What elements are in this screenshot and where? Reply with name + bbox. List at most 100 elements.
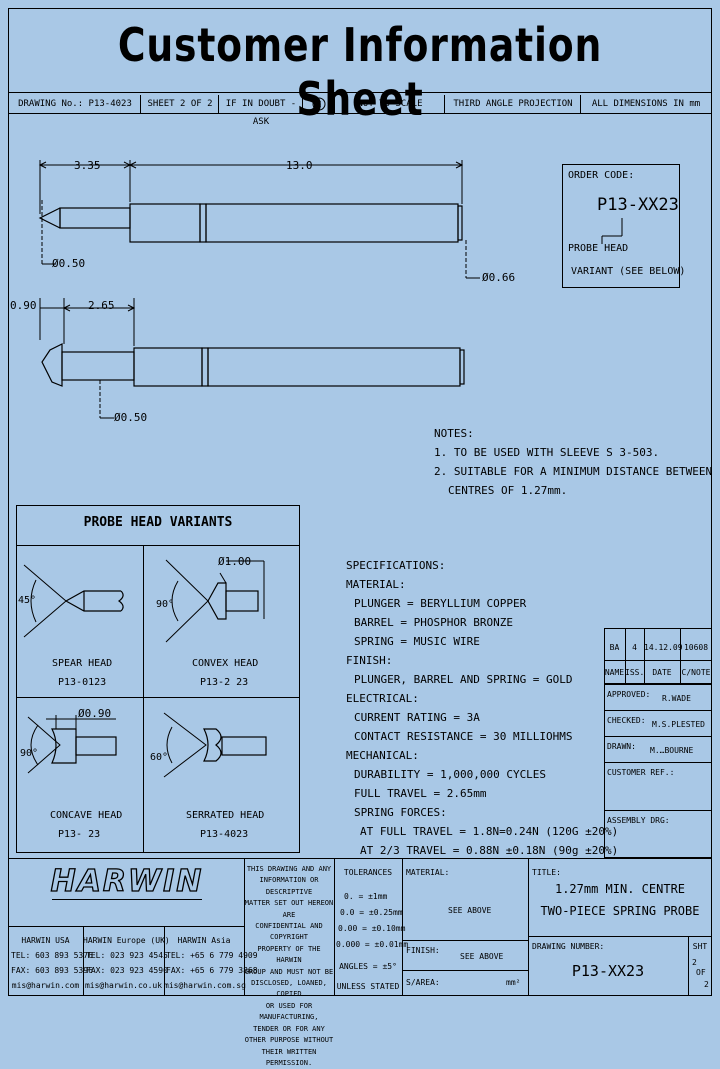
checked-value: M.S.PLESTED [652,720,705,730]
office-asia-email: mis@harwin.com.sg [164,981,244,991]
title-label: TITLE: [532,868,561,878]
sht-of: OF [696,968,706,978]
office-uk-fax: FAX: 023 923 4590 [86,966,168,976]
disclaimer-line: DISCLOSED, LOANED, COPIED [244,978,334,1001]
concave-dia: Ø0.90 [78,708,111,719]
harwin-logo: HARWIN [14,864,240,899]
convex-code: P13-2 23 [200,677,248,688]
convex-head-drawing [166,560,264,642]
rev-label-iss: ISS. [625,668,644,678]
spec-line: MATERIAL: [346,575,406,594]
footer-top-line [8,858,712,859]
serrated-name: SERRATED HEAD [186,810,264,821]
spec-line: CONTACT RESISTANCE = 30 MILLIOHMS [354,727,573,746]
tolerance-angles: ANGLES = ±5° [334,962,402,972]
assembly-drg-label: ASSEMBLY DRG: [607,816,670,826]
notes-heading: NOTES: [434,424,474,443]
order-code-value: P13-XX23 [597,196,679,214]
office-asia-name: HARWIN Asia [164,936,244,946]
disclaimer-line: OR USED FOR MANUFACTURING, [244,1001,334,1024]
serrated-head-drawing [164,713,266,777]
disclaimer-line: CONFIDENTIAL AND COPYRIGHT [244,921,334,944]
approval-line [604,762,712,763]
title-line-1: 1.27mm MIN. CENTRE [528,882,712,896]
sa-unit: mm² [506,978,520,988]
note-2b: CENTRES OF 1.27mm. [448,481,567,500]
tolerance-row: 0. = ±1mm [344,892,387,902]
rev-label-cnote: C/NOTE [680,668,712,678]
spec-line: ELECTRICAL: [346,689,419,708]
concave-code: P13- 23 [58,829,100,840]
spear-name: SPEAR HEAD [52,658,112,669]
title-line-2: TWO-PIECE SPRING PROBE [528,904,712,918]
spec-line: MECHANICAL: [346,746,419,765]
rev-label-date: DATE [644,668,680,678]
spear-head-drawing [24,565,123,637]
sht-label: SHT [688,942,712,952]
approved-label: APPROVED: [607,690,650,700]
tolerance-unless: UNLESS STATED [334,982,402,992]
disclaimer-divider [334,858,335,996]
concave-angle: 90° [20,748,38,759]
convex-angle: 90° [156,599,174,610]
disclaimer-line: THEIR WRITTEN PERMISSION. [244,1047,334,1069]
logo-rule [52,899,202,900]
revision-hline [604,660,712,661]
probe-drawing-2 [40,298,464,418]
finish-label: FINISH: [406,946,440,956]
rev-cnote: 10608 [680,643,712,653]
office-usa-fax: FAX: 603 893 5396 [11,966,93,976]
disclaimer-line: OTHER PURPOSE WITHOUT [244,1035,334,1046]
dim-dia-0-50-b: Ø0.50 [114,412,147,423]
dim-dia-0-66: Ø0.66 [482,272,515,283]
spec-line: CURRENT RATING = 3A [354,708,480,727]
variants-heading: PROBE HEAD VARIANTS [16,515,300,530]
tolerance-row: 0.00 = ±0.10mm [338,924,405,934]
order-code-label: ORDER CODE: [568,170,634,181]
dim-0-90: 0.90 [10,300,37,311]
finish-value: SEE ABOVE [460,952,503,962]
order-code-note-2: VARIANT (SEE BELOW) [571,266,685,277]
offices-line [8,926,244,927]
spec-line: PLUNGER, BARREL AND SPRING = GOLD [354,670,573,689]
serrated-code: P13-4023 [200,829,248,840]
material-value: SEE ABOVE [448,906,491,916]
material-label: MATERIAL: [406,868,449,878]
drawing-number-line [528,936,712,937]
concave-name: CONCAVE HEAD [50,810,122,821]
office-uk-name: HARWIN Europe (UK) [83,936,164,946]
tolerances-divider [402,858,403,996]
drawing-number: P13-XX23 [528,962,688,980]
sa-line [402,970,528,971]
disclaimer-line: GROUP AND MUST NOT BE [244,967,334,978]
order-code-leader [560,214,680,258]
sht-num: 2 [692,958,697,968]
finish-line [402,940,528,941]
disclaimer-line: INFORMATION OR DESCRIPTIVE [244,875,334,898]
disclaimer-line: THIS DRAWING AND ANY [244,864,334,875]
spec-line: FINISH: [346,651,392,670]
spear-angle: 45° [18,595,36,606]
customer-ref-label: CUSTOMER REF.: [607,768,674,778]
office-uk-email: mis@harwin.co.uk [83,981,164,991]
variants-drawings [16,545,300,853]
spec-line: DURABILITY = 1,000,000 CYCLES [354,765,546,784]
note-1: 1. TO BE USED WITH SLEEVE S 3-503. [434,443,659,462]
rev-date: 14.12.09 [644,643,680,653]
concave-head-drawing [28,715,116,773]
spec-line: PLUNGER = BERYLLIUM COPPER [354,594,526,613]
spear-code: P13-0123 [58,677,106,688]
approval-line [604,810,712,811]
spec-line: AT FULL TRAVEL = 1.8N=0.24N (120G ±20%) [360,822,618,841]
rev-label-name: NAME [604,668,625,678]
drawing-number-label: DRAWING NUMBER: [532,942,604,952]
office-usa-email: mis@harwin.com [8,981,83,991]
convex-name: CONVEX HEAD [192,658,258,669]
approval-line [604,710,712,711]
approved-value: R.WADE [662,694,691,704]
approval-line [604,736,712,737]
spec-line: SPRING FORCES: [354,803,447,822]
tolerance-row: 0.0 = ±0.25mm [340,908,403,918]
office-usa-name: HARWIN USA [8,936,83,946]
drawn-label: DRAWN: [607,742,636,752]
